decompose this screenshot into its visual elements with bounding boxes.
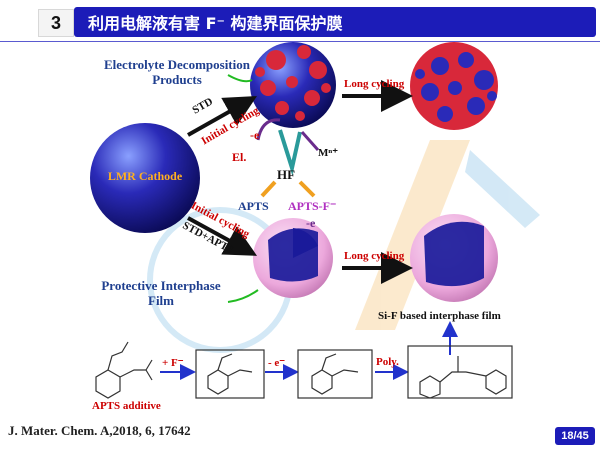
arrow-to-mn <box>300 131 320 151</box>
decomposition-sphere <box>250 42 336 128</box>
arrow-hf-apts <box>260 180 277 198</box>
arrow-hf-aptsf <box>298 180 316 198</box>
plus-f-label: + F⁻ <box>162 357 184 369</box>
intermediate-molecule-1 <box>195 349 265 399</box>
header-divider <box>0 41 600 42</box>
mn-label: Mⁿ⁺ <box>318 147 339 159</box>
page-number: 18/45 <box>555 427 595 445</box>
stable-sphere <box>410 214 498 302</box>
lmr-cathode-sphere <box>90 123 200 233</box>
pointer-decomp <box>227 74 253 83</box>
lmr-cathode-label: LMR Cathode <box>107 169 183 183</box>
protective-label-line2: Film <box>148 293 174 308</box>
hf-label: HF <box>277 167 296 182</box>
apts-f-label: APTS-F⁻ <box>288 199 337 213</box>
minus-e-reaction-label: - e⁻ <box>268 357 286 369</box>
electron-curve-arrow <box>256 118 281 141</box>
long-cycling-bottom-label: Long cycling <box>344 250 405 262</box>
poly-label: Poly. <box>376 356 399 368</box>
apts-molecule <box>95 341 153 399</box>
arrow-apts-initial <box>187 216 258 256</box>
degraded-sphere <box>410 42 498 130</box>
slide-title: 利用电解液有害 F⁻ 构建界面保护膜 <box>74 7 596 37</box>
arrow-to-hf <box>278 129 302 176</box>
sif-film-label: Si-F based interphase film <box>378 310 501 322</box>
minus-e-top-label: -e <box>250 128 260 142</box>
el-label: El. <box>232 150 247 164</box>
pointer-protective <box>227 289 259 303</box>
polymer-molecule <box>407 345 513 399</box>
decomposition-label-line1: Electrolyte Decomposition <box>104 57 250 72</box>
decomposition-label: Electrolyte Decomposition Products <box>88 57 266 87</box>
apts-additive-label: APTS additive <box>92 400 161 412</box>
long-cycling-top-label: Long cycling <box>344 78 405 90</box>
protected-sphere <box>253 218 333 298</box>
protective-label-line1: Protective Interphase <box>101 278 221 293</box>
arrow-std-initial <box>187 96 257 137</box>
intermediate-molecule-2 <box>297 349 373 399</box>
minus-e-mid-label: -e <box>306 216 316 230</box>
apts-label: APTS <box>238 199 269 213</box>
decomposition-label-line2: Products <box>152 72 202 87</box>
section-number: 3 <box>38 9 74 37</box>
protective-label: Protective Interphase Film <box>86 278 236 308</box>
citation: J. Mater. Chem. A,2018, 6, 17642 <box>8 423 191 438</box>
